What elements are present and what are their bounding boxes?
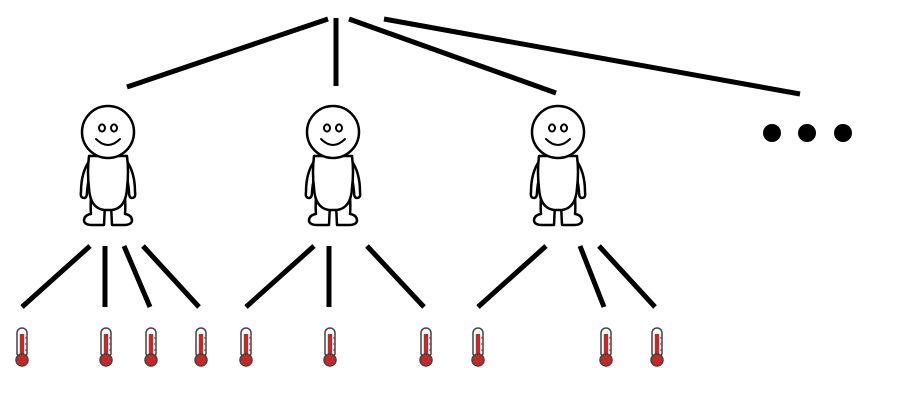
sensor-connector (476, 244, 548, 309)
sensor-connector (20, 244, 92, 309)
sensor-connector (365, 244, 426, 309)
root-connector-3 (348, 16, 557, 96)
thermometer-icon (599, 327, 613, 367)
sensor-connector (141, 244, 201, 309)
thermometer-icon (419, 327, 433, 367)
sensor-connectors (20, 244, 657, 309)
thermometer-icon (323, 327, 337, 367)
sensor-connector (121, 245, 153, 308)
sensor-connector (597, 244, 657, 309)
thermometer-icon (144, 327, 158, 367)
sensor-connector (577, 245, 607, 308)
person-icon (529, 104, 587, 227)
person-icon (304, 104, 362, 227)
thermometer-icon (15, 327, 29, 367)
sensor-connector (244, 244, 316, 309)
thermometer-icon (471, 327, 485, 367)
thermometer-icon (650, 327, 664, 367)
person-icon (79, 104, 137, 227)
root-connector-4 (383, 16, 801, 97)
sensors (15, 327, 664, 367)
root-connectors (126, 16, 801, 97)
ellipsis-icon (763, 124, 852, 142)
thermometer-icon (239, 327, 253, 367)
people (79, 104, 587, 227)
thermometer-icon (194, 327, 208, 367)
root-connector-1 (126, 16, 329, 90)
thermometer-icon (99, 327, 113, 367)
